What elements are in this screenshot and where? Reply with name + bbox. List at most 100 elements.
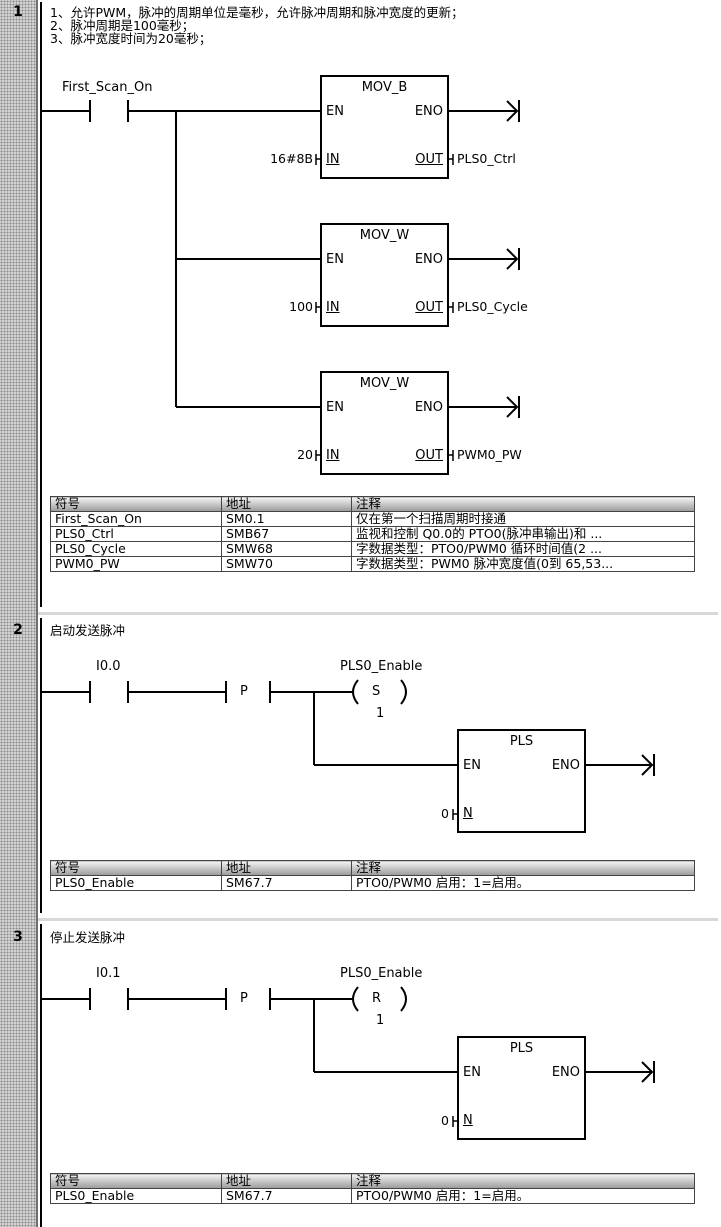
header-symbol[interactable]: 符号 xyxy=(50,1173,222,1189)
network-2-coil-label[interactable]: PLS0_Enable xyxy=(340,659,423,674)
mov-b-out-value[interactable]: PLS0_Ctrl xyxy=(457,151,516,166)
table-header-row: 符号 地址 注释 xyxy=(50,496,695,512)
mov-w-2-in-value[interactable]: 20 xyxy=(297,447,313,462)
pls-n-value[interactable]: 0 xyxy=(441,1113,449,1128)
comment-cell: 仅在第一个扫描周期时接通 xyxy=(351,511,695,527)
network-3-p-label: P xyxy=(240,991,248,1006)
comment-cell: 字数据类型：PWM0 脉冲宽度值(0到 65,53... xyxy=(351,556,695,572)
box-title: MOV_W xyxy=(359,228,410,243)
table-row[interactable]: PLS0_Ctrl SMB67 监视和控制 Q0.0的 PTO0(脉冲串输出)和… xyxy=(50,526,695,542)
symbol-cell: PLS0_Enable xyxy=(50,875,222,891)
network-2-number[interactable]: 2 xyxy=(13,622,23,638)
comment-cell: 字数据类型：PTO0/PWM0 循环时间值(2 ... xyxy=(351,541,695,557)
address-cell: SMB67 xyxy=(221,526,352,542)
n-pin-label: N xyxy=(463,806,473,821)
network-3-comment[interactable]: 停止发送脉冲 xyxy=(50,930,126,945)
en-pin-label: EN xyxy=(326,252,344,267)
network-1-power-rail xyxy=(40,2,42,607)
network-2-p-label: P xyxy=(240,684,248,699)
header-address[interactable]: 地址 xyxy=(221,496,352,512)
table-row[interactable]: PLS0_Enable SM67.7 PTO0/PWM0 启用：1=启用。 xyxy=(50,875,695,891)
network-2-power-rail xyxy=(40,618,42,913)
network-1-comment-line-3[interactable]: 3、脉冲宽度时间为20毫秒； xyxy=(50,31,212,46)
eno-pin-label: ENO xyxy=(551,1065,580,1080)
address-cell: SMW68 xyxy=(221,541,352,557)
address-cell: SM67.7 xyxy=(221,875,352,891)
en-pin-label: EN xyxy=(326,104,344,119)
header-comment[interactable]: 注释 xyxy=(351,496,695,512)
table-row[interactable]: PWM0_PW SMW70 字数据类型：PWM0 脉冲宽度值(0到 65,53.… xyxy=(50,556,695,572)
en-pin-label: EN xyxy=(463,758,481,773)
network-3-power-rail xyxy=(40,924,42,1227)
mov-w-1-in-value[interactable]: 100 xyxy=(289,299,313,314)
network-3-coil-label[interactable]: PLS0_Enable xyxy=(340,966,423,981)
network-2-symbol-table: 符号 地址 注释 PLS0_Enable SM67.7 PTO0/PWM0 启用… xyxy=(50,860,695,891)
network-1-number[interactable]: 1 xyxy=(13,4,23,20)
in-pin-label: IN xyxy=(326,448,340,463)
header-symbol[interactable]: 符号 xyxy=(50,496,222,512)
network-3-coil-type[interactable]: R xyxy=(372,991,382,1006)
network-2-coil-count: 1 xyxy=(376,706,385,721)
box-title: MOV_W xyxy=(359,376,410,391)
mov-w-2-out-value[interactable]: PWM0_PW xyxy=(457,447,522,462)
network-separator xyxy=(38,612,718,615)
network-2-coil-type[interactable]: S xyxy=(372,684,381,699)
header-address[interactable]: 地址 xyxy=(221,1173,352,1189)
en-pin-label: EN xyxy=(463,1065,481,1080)
network-1-contact-label[interactable]: First_Scan_On xyxy=(62,80,153,95)
network-1-comment-line-2[interactable]: 2、脉冲周期是100毫秒； xyxy=(50,18,195,33)
network-separator xyxy=(38,918,718,921)
in-pin-label: IN xyxy=(326,152,340,167)
header-comment[interactable]: 注释 xyxy=(351,1173,695,1189)
box-title: PLS xyxy=(509,734,534,749)
pls-n-value[interactable]: 0 xyxy=(441,806,449,821)
network-gutter xyxy=(0,0,36,1227)
network-3-symbol-table: 符号 地址 注释 PLS0_Enable SM67.7 PTO0/PWM0 启用… xyxy=(50,1173,695,1204)
network-2-contact-label[interactable]: I0.0 xyxy=(96,659,121,674)
mov-b-in-value[interactable]: 16#8B xyxy=(270,151,313,166)
comment-cell: 监视和控制 Q0.0的 PTO0(脉冲串输出)和 ... xyxy=(351,526,695,542)
table-header-row: 符号 地址 注释 xyxy=(50,1173,695,1189)
address-cell: SM67.7 xyxy=(221,1188,352,1204)
symbol-cell: PLS0_Ctrl xyxy=(50,526,222,542)
box-title: PLS xyxy=(509,1041,534,1056)
in-pin-label: IN xyxy=(326,300,340,315)
header-address[interactable]: 地址 xyxy=(221,860,352,876)
pls-box[interactable]: PLS EN ENO N xyxy=(457,1036,586,1140)
box-title: MOV_B xyxy=(361,80,408,95)
address-cell: SMW70 xyxy=(221,556,352,572)
n-pin-label: N xyxy=(463,1113,473,1128)
symbol-cell: PLS0_Enable xyxy=(50,1188,222,1204)
out-pin-label: OUT xyxy=(415,152,443,167)
network-3-contact-label[interactable]: I0.1 xyxy=(96,966,121,981)
mov-w-box-1[interactable]: MOV_W EN ENO IN OUT xyxy=(320,223,449,327)
pls-box[interactable]: PLS EN ENO N xyxy=(457,729,586,833)
gutter-divider xyxy=(36,0,38,1227)
table-row[interactable]: PLS0_Enable SM67.7 PTO0/PWM0 启用：1=启用。 xyxy=(50,1188,695,1204)
comment-cell: PTO0/PWM0 启用：1=启用。 xyxy=(351,1188,695,1204)
table-row[interactable]: PLS0_Cycle SMW68 字数据类型：PTO0/PWM0 循环时间值(2… xyxy=(50,541,695,557)
table-header-row: 符号 地址 注释 xyxy=(50,860,695,876)
eno-pin-label: ENO xyxy=(414,400,443,415)
header-comment[interactable]: 注释 xyxy=(351,860,695,876)
network-1-symbol-table: 符号 地址 注释 First_Scan_On SM0.1 仅在第一个扫描周期时接… xyxy=(50,496,695,572)
network-1-comment-line-1[interactable]: 1、允许PWM，脉冲的周期单位是毫秒，允许脉冲周期和脉冲宽度的更新； xyxy=(50,5,464,20)
eno-pin-label: ENO xyxy=(414,252,443,267)
table-row[interactable]: First_Scan_On SM0.1 仅在第一个扫描周期时接通 xyxy=(50,511,695,527)
out-pin-label: OUT xyxy=(415,300,443,315)
eno-pin-label: ENO xyxy=(414,104,443,119)
mov-w-box-2[interactable]: MOV_W EN ENO IN OUT xyxy=(320,371,449,475)
out-pin-label: OUT xyxy=(415,448,443,463)
symbol-cell: First_Scan_On xyxy=(50,511,222,527)
network-3-number[interactable]: 3 xyxy=(13,929,23,945)
mov-w-1-out-value[interactable]: PLS0_Cycle xyxy=(457,299,528,314)
address-cell: SM0.1 xyxy=(221,511,352,527)
mov-b-box[interactable]: MOV_B EN ENO IN OUT xyxy=(320,75,449,179)
network-3-coil-count: 1 xyxy=(376,1013,385,1028)
eno-pin-label: ENO xyxy=(551,758,580,773)
network-2-comment[interactable]: 启动发送脉冲 xyxy=(50,623,126,638)
header-symbol[interactable]: 符号 xyxy=(50,860,222,876)
en-pin-label: EN xyxy=(326,400,344,415)
symbol-cell: PWM0_PW xyxy=(50,556,222,572)
